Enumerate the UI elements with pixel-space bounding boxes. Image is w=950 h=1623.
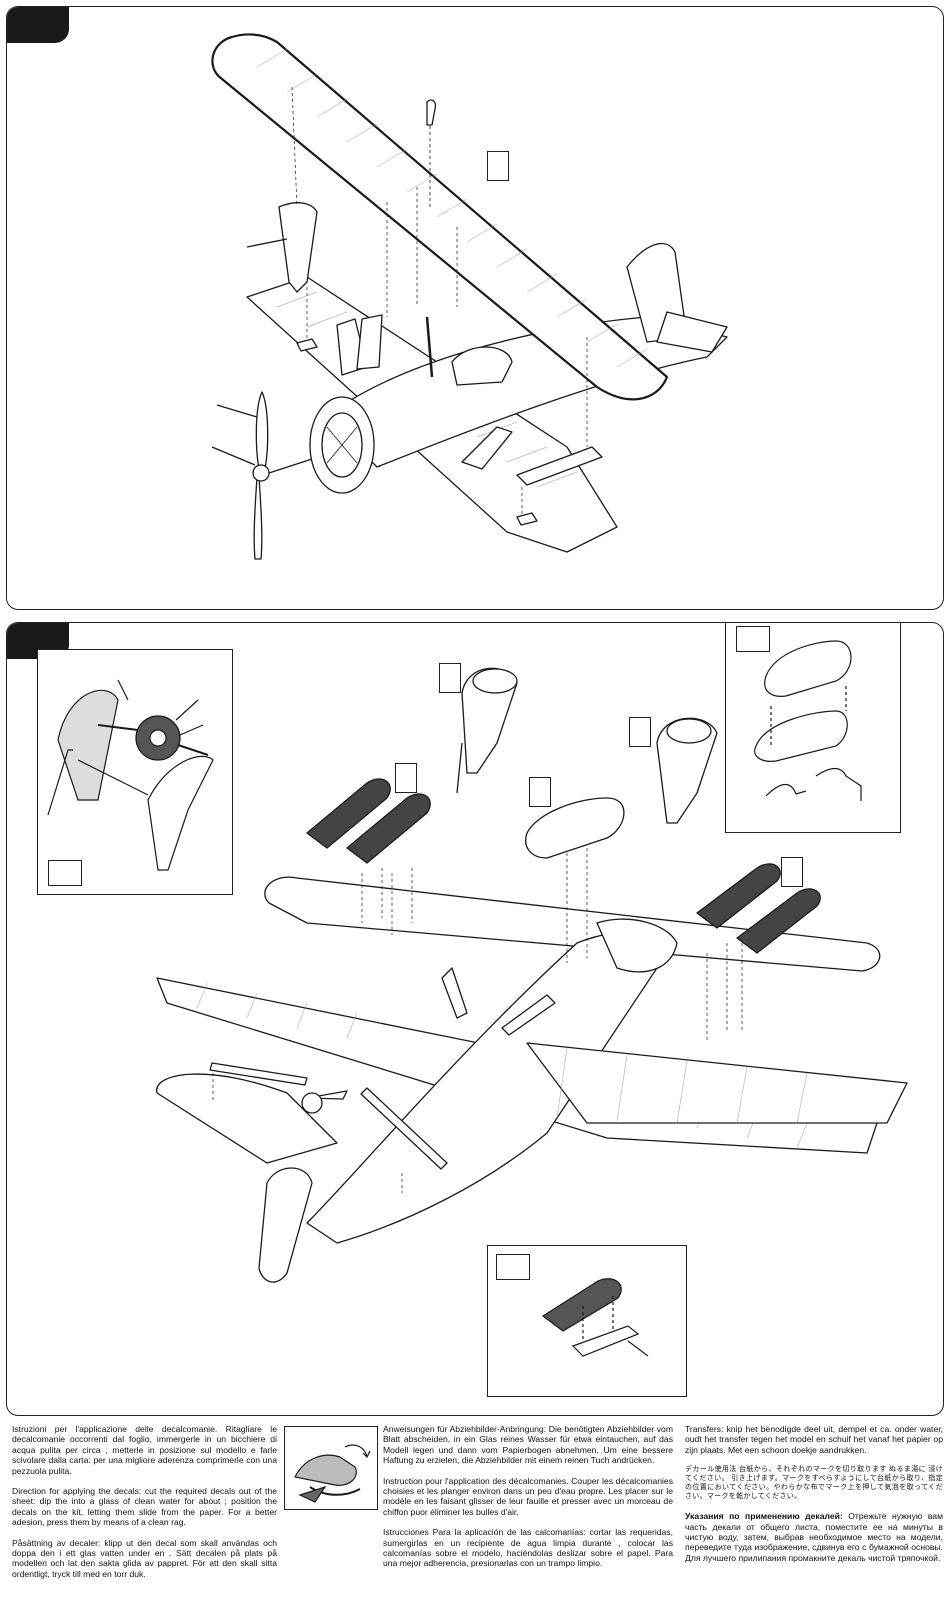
pilot-seat-right (656, 717, 718, 824)
upper-wing (211, 33, 669, 401)
propeller-hub (252, 464, 270, 482)
instructions-russian: Отрежьте нужную вам часть декали от обще… (685, 1511, 943, 1563)
propeller-blade-top (255, 391, 269, 470)
instructions-column-3: Anweisungen für Abziehbilder-Anbringung:… (383, 1424, 673, 1579)
instructions-dutch: Transfers: knip het benodigde deel uit, … (685, 1424, 943, 1455)
propeller-blade-bottom (253, 476, 263, 560)
instructions-french: Instruction pour l'application des décal… (383, 1475, 673, 1517)
instructions-russian-title: Указания по применению декалей: (685, 1511, 843, 1522)
bombs-right (696, 863, 821, 954)
callout-box-bombs-right (781, 857, 803, 887)
step-1-drawing (211, 33, 728, 560)
tank-lower-half (754, 710, 848, 762)
fairing-half-left (57, 689, 119, 801)
inset-fuel-tank (725, 623, 901, 833)
decal-sheet-icon (298, 1485, 327, 1503)
rudder (258, 1167, 313, 1283)
instructions-japanese: デカール使用法 台紙から、それぞれのマークを切り取ります ぬるま湯に 浸けてくだ… (685, 1466, 943, 1501)
bomb-rack (571, 1325, 640, 1357)
instructions-english: Direction for applying the decals: cut t… (12, 1486, 277, 1528)
upper-wing-top (264, 876, 881, 972)
fairing-half-right (147, 755, 214, 871)
instructions-column-4: Transfers: knip het benodigde deel uit, … (685, 1424, 943, 1573)
callout-box-seat-left (439, 663, 461, 693)
instructions-column-1: Istruzioni per l'applicazione delle deca… (12, 1424, 277, 1589)
callout-box-fuel-tank (529, 777, 551, 807)
strut-right (461, 426, 513, 470)
instructions-spanish: Istrucciones Para la aplicación de las c… (383, 1527, 673, 1569)
inset-wheel-assembly (37, 649, 233, 895)
decal-instructions: Istruzioni per l'applicazione delle deca… (0, 1418, 950, 1623)
callout-box-wheel (48, 860, 82, 886)
instructions-german: Anweisungen für Abziehbilder-Anbringung:… (383, 1424, 673, 1466)
step-2-panel (6, 622, 944, 1416)
callout-box-bombs-left (395, 763, 417, 793)
cockpit-canopy (451, 346, 513, 386)
instructions-italian: Istruzioni per l'applicazione delle deca… (12, 1424, 277, 1476)
decal-pictogram (284, 1426, 378, 1510)
tailplane (656, 311, 728, 353)
tailplane (156, 1073, 338, 1164)
step-1-tab (7, 7, 69, 43)
callout-box-step1 (487, 151, 509, 181)
callout-box-tank (736, 626, 770, 652)
step-2-drawing (156, 667, 908, 1283)
step-1-panel (6, 6, 944, 610)
instructions-swedish: Påsättning av decaler: klipp ut den deca… (12, 1537, 277, 1579)
bomb (541, 1278, 622, 1332)
engine-cylinders (596, 918, 678, 973)
inset-bomb-rack (487, 1245, 687, 1397)
hand-icon (294, 1454, 357, 1486)
bomb-rack-part (516, 446, 603, 486)
fuel-tank (525, 797, 625, 859)
callout-box-bomb-rack (496, 1254, 530, 1280)
bombs-left (306, 778, 431, 864)
callout-box-seat-right (629, 717, 651, 747)
tank-upper-half (764, 640, 852, 697)
engine-intake-part (278, 202, 318, 293)
